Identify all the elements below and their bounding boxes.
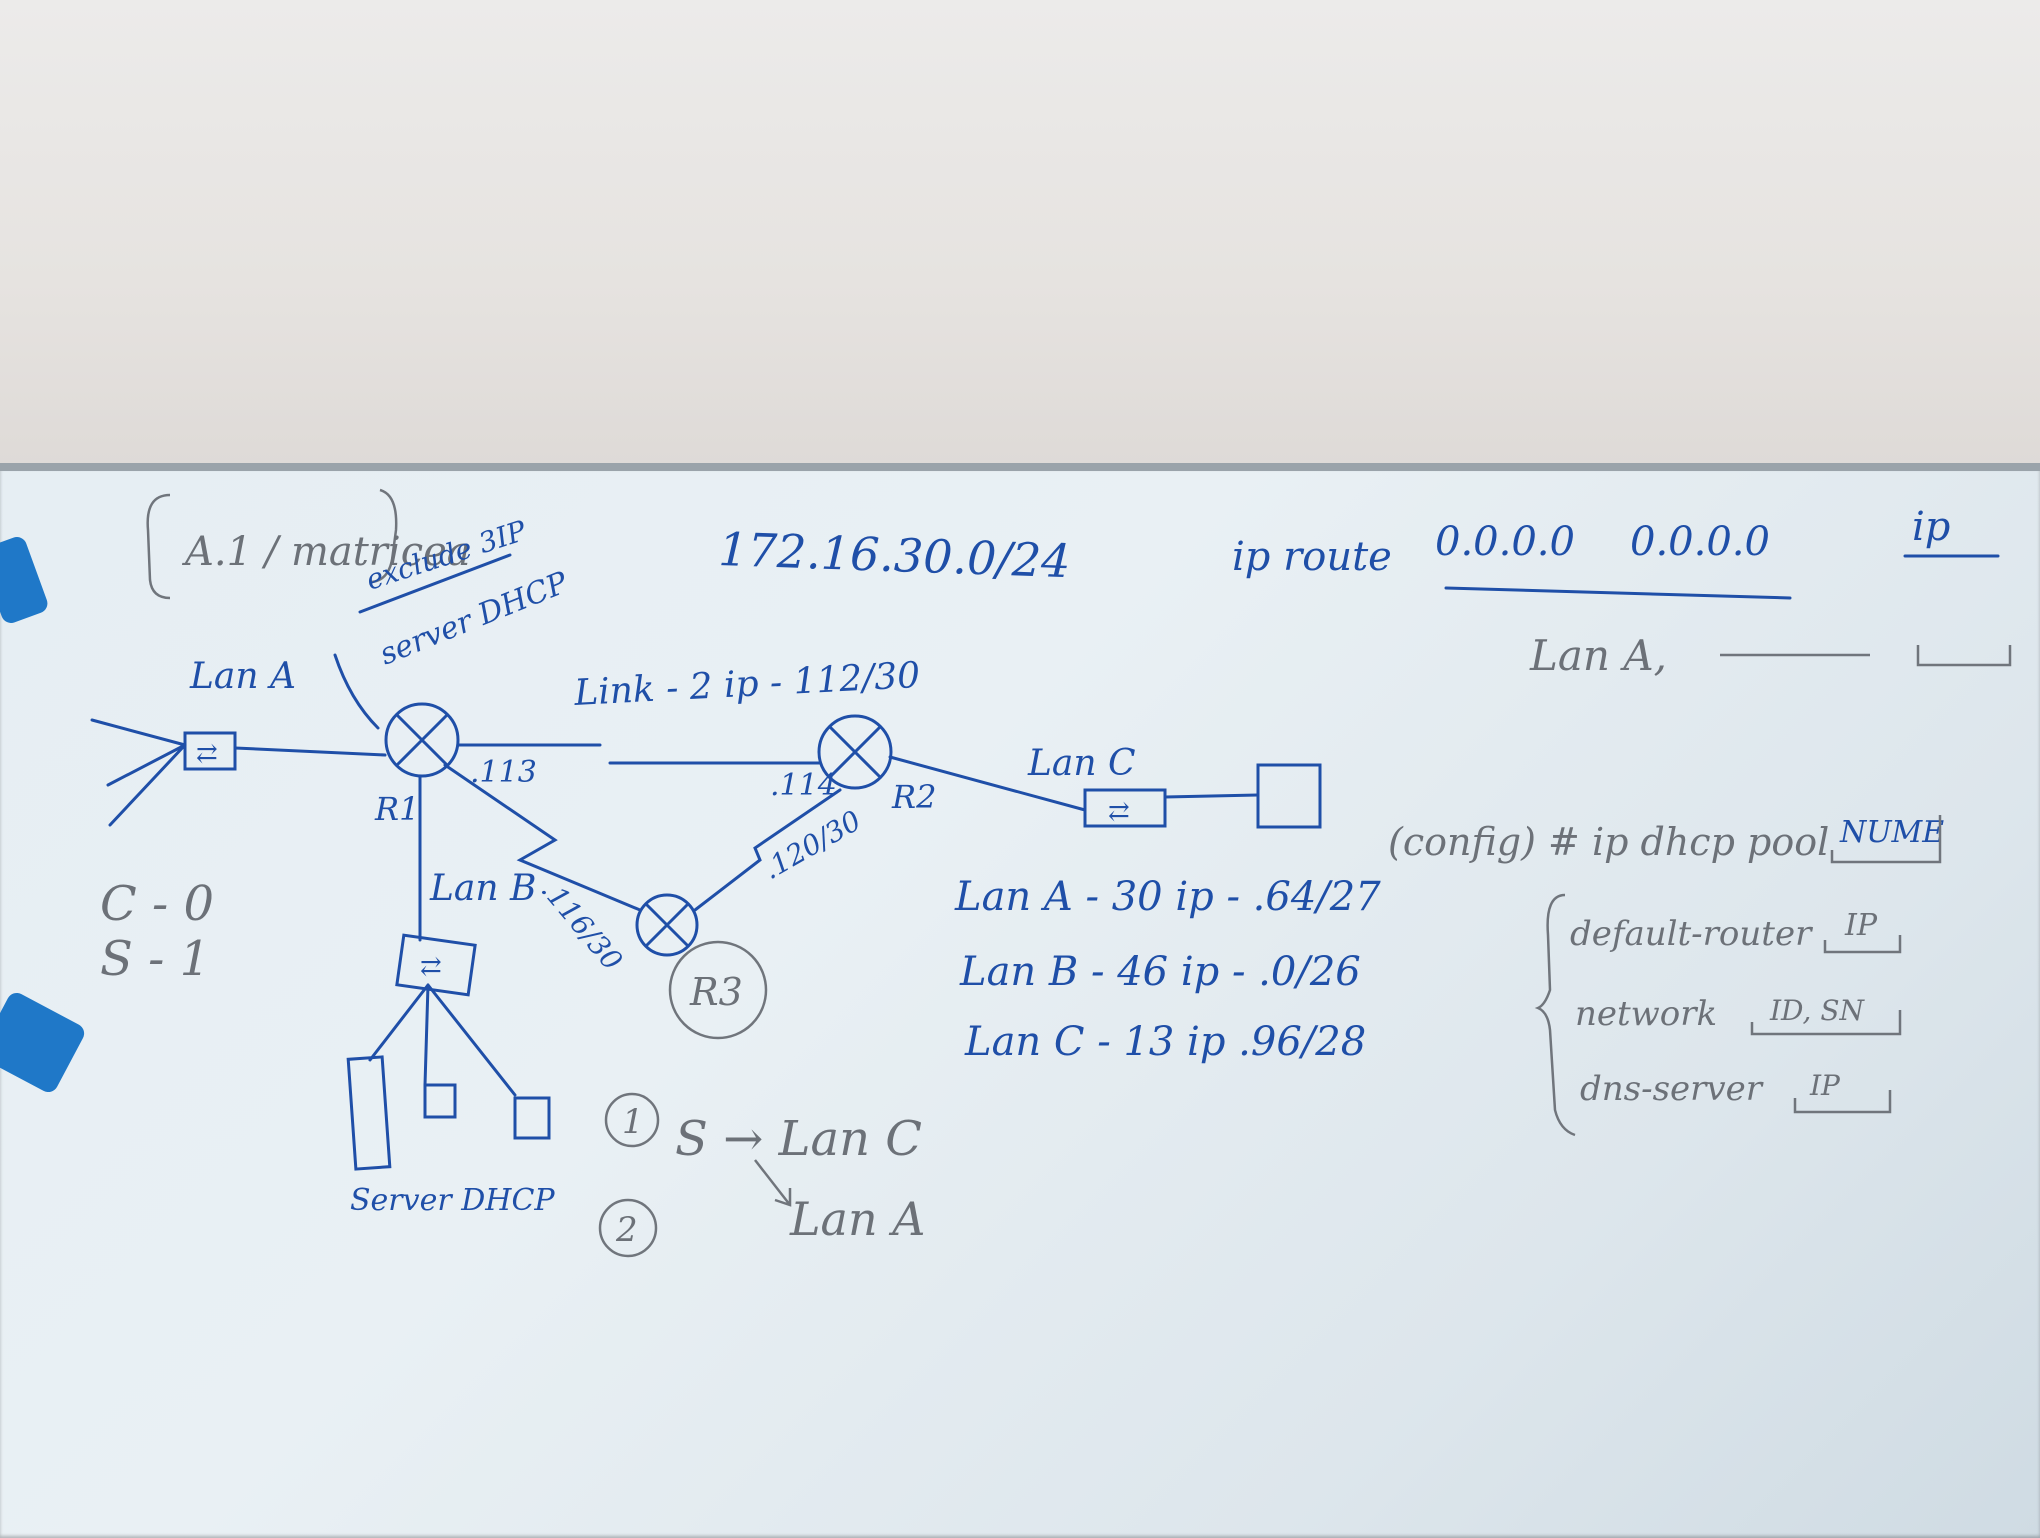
router-r3-cross <box>645 903 689 947</box>
ip-114-label: .114 <box>770 768 837 803</box>
step-1-circle <box>604 1092 660 1148</box>
r1-label: R1 <box>374 790 419 828</box>
arrow-to-r1 <box>333 653 380 730</box>
switch-lan-c-icon: ⇄ <box>1108 797 1130 827</box>
exclude-underline <box>358 553 512 614</box>
lan-alloc-b: Lan B - 46 ip - .0/26 <box>959 949 1361 995</box>
lan-a-hosts-lines <box>90 718 187 827</box>
link-switch-r1 <box>233 746 387 757</box>
r2-label: R2 <box>891 778 936 816</box>
config-brace <box>1534 893 1576 1137</box>
config-line-1-bracket <box>1823 935 1902 954</box>
lan-alloc-a: Lan A - 30 ip - .64/27 <box>954 874 1381 920</box>
config-line-1-cmd: default-router <box>1570 914 1813 954</box>
config-line-2-bracket <box>1750 1010 1902 1036</box>
switch-lan-c <box>1083 788 1167 828</box>
config-line-2-arg: ID, SN <box>1769 994 1865 1027</box>
co-line: C - 0 <box>100 876 214 932</box>
network-address: 172.16.30.0/24 <box>718 522 1072 588</box>
lan-b-label: Lan B <box>429 868 536 909</box>
link-r1-r3 <box>443 763 642 912</box>
switch-lan-b-icon: ⇄ <box>420 952 442 982</box>
router-r2-cross <box>829 726 881 778</box>
lan-c-label: Lan C <box>1027 743 1136 784</box>
wall <box>0 0 2040 470</box>
server-dhcp-device <box>346 1055 392 1171</box>
ip-113-label: .113 <box>470 755 537 790</box>
step-2-circle <box>598 1198 658 1258</box>
top-left-box-text: A.1 / matricea <box>181 529 471 575</box>
step-2-num: 2 <box>615 1210 638 1250</box>
ip-route-dest: 0.0.0.0 <box>1435 519 1575 565</box>
link-r2-switch-c <box>888 755 1087 812</box>
router-r2-icon <box>817 714 893 790</box>
config-line-2-cmd: network <box>1575 994 1717 1034</box>
link-switch-c-host <box>1163 793 1260 799</box>
config-line-3-cmd: dns-server <box>1580 1069 1764 1109</box>
config-line-1-arg: IP <box>1844 908 1878 943</box>
bracket-left <box>146 493 171 600</box>
so-line: S - 1 <box>100 931 210 987</box>
ip-116-label: .116/30 <box>535 873 629 976</box>
bracket-right <box>371 488 398 584</box>
server-bottom-label: Server DHCP <box>350 1183 555 1218</box>
whiteboard <box>0 463 2040 1538</box>
step-2-text: Lan A <box>789 1192 925 1246</box>
step-1-text: S → Lan C <box>675 1111 922 1167</box>
link-r3-r2 <box>693 788 842 912</box>
host-lan-b-2 <box>513 1096 551 1140</box>
lan-a-route-blanks <box>1720 645 2012 667</box>
router-r1-icon <box>384 702 460 778</box>
router-r3-icon <box>635 893 699 957</box>
config-name: NUME <box>1839 815 1944 850</box>
router-r1-cross <box>396 714 448 766</box>
lan-alloc-c: Lan C - 13 ip .96/28 <box>964 1019 1366 1065</box>
ip-120-label: .120/30 <box>757 804 867 886</box>
config-line-3-arg: IP <box>1809 1069 1841 1102</box>
config-name-bracket <box>1830 815 1942 864</box>
step-arrow <box>754 1159 792 1207</box>
lan-a-route-note: Lan A, <box>1529 631 1667 680</box>
r3-label: R3 <box>689 970 743 1014</box>
route-underline <box>1444 586 1792 600</box>
switch-lan-a <box>183 731 237 771</box>
config-cmd: (config) # ip dhcp pool <box>1388 820 1829 864</box>
ip-route-nexthop: ip <box>1912 504 1950 550</box>
switch-lan-a-icon: ⇄ <box>196 739 218 769</box>
link-r1-r2 <box>456 743 822 765</box>
ip-route-cmd: ip route <box>1232 534 1392 580</box>
r3-circle <box>668 940 768 1040</box>
host-lan-c <box>1256 763 1322 829</box>
step-1-num: 1 <box>622 1102 644 1142</box>
host-lan-b-1 <box>423 1083 457 1119</box>
link-label: Link - 2 ip - 112/30 <box>572 655 921 714</box>
config-line-3-bracket <box>1793 1090 1892 1114</box>
ip-route-mask: 0.0.0.0 <box>1630 519 1770 565</box>
lan-a-label: Lan A <box>189 656 296 697</box>
lan-b-hosts-lines <box>368 983 517 1097</box>
